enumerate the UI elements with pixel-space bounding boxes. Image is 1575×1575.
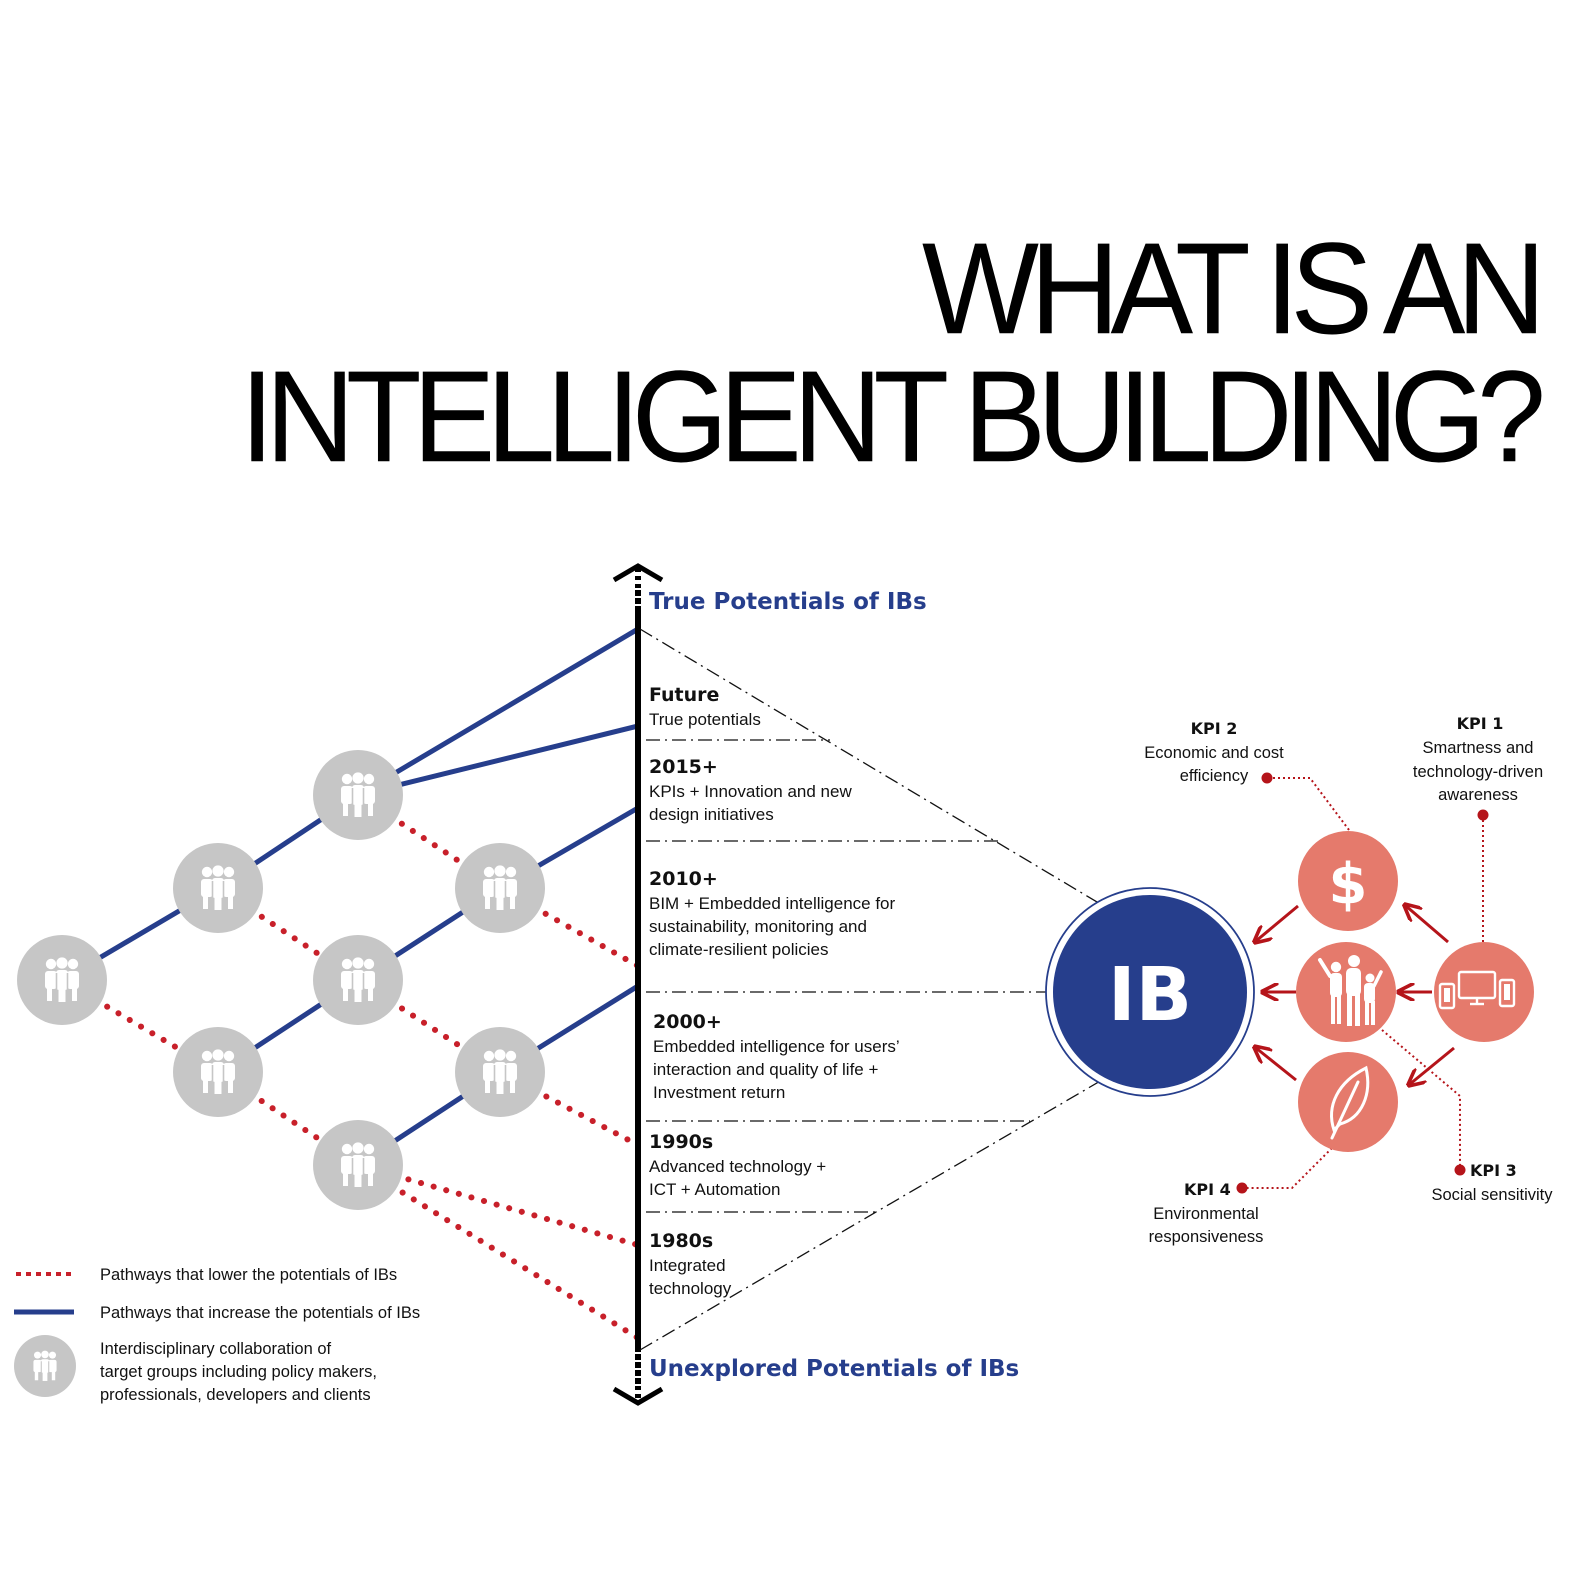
svg-text:True potentials: True potentials [649, 710, 761, 729]
svg-text:KPIs + Innovation and new: KPIs + Innovation and new [649, 782, 852, 801]
leaf-icon [1330, 1065, 1370, 1140]
ib-core: IB [1045, 887, 1255, 1097]
kpi-leader-dots [1236, 772, 1489, 1194]
svg-text:Integrated: Integrated [649, 1256, 726, 1275]
era-1990: 1990s Advanced technology + ICT + Automa… [649, 1131, 826, 1199]
ib-label: IB [1108, 952, 1192, 1038]
svg-text:Future: Future [649, 684, 719, 706]
era-1980: 1980s Integrated technology [649, 1230, 732, 1298]
kpi-circle-environmental [1298, 1052, 1398, 1152]
pathway-increase [356, 626, 640, 798]
kpi-label-3: KPI 3 Social sensitivity [1431, 1161, 1553, 1204]
group-icon [340, 956, 376, 1003]
era-2000: 2000+ Embedded intelligence for users’ i… [653, 1011, 900, 1102]
svg-text:1990s: 1990s [649, 1131, 713, 1153]
svg-text:Environmental: Environmental [1153, 1205, 1258, 1223]
era-2015: 2015+ KPIs + Innovation and new design i… [649, 756, 852, 824]
group-icon [44, 956, 80, 1003]
svg-text:efficiency: efficiency [1180, 767, 1249, 785]
svg-text:ICT + Automation: ICT + Automation [649, 1180, 781, 1199]
group-icon [482, 1048, 518, 1095]
group-node [17, 935, 107, 1025]
kpi-label-1: KPI 1 Smartness and technology-driven aw… [1413, 714, 1543, 804]
svg-text:Social sensitivity: Social sensitivity [1431, 1186, 1553, 1204]
arrow-down-icon [612, 1386, 664, 1406]
group-node [455, 843, 545, 933]
group-node [313, 935, 403, 1025]
legend-swatch-group [14, 1335, 76, 1397]
svg-text:BIM + Embedded intelligence fo: BIM + Embedded intelligence for [649, 894, 896, 913]
title-line-2: INTELLIGENT BUILDING? [239, 344, 1546, 490]
collaboration-nodes [17, 750, 545, 1210]
svg-text:awareness: awareness [1438, 786, 1518, 804]
era-dividers [639, 628, 1103, 1351]
kpi-circle-smartness [1434, 942, 1534, 1042]
potential-axis [612, 563, 664, 1406]
svg-text:Smartness and: Smartness and [1423, 739, 1534, 757]
axis-bottom-label: Unexplored Potentials of IBs [649, 1356, 1019, 1382]
era-future: Future True potentials [649, 684, 761, 729]
legend-increase-text: Pathways that increase the potentials of… [100, 1304, 420, 1322]
svg-text:2000+: 2000+ [653, 1011, 722, 1033]
group-node [313, 750, 403, 840]
arrow-up-icon [612, 563, 664, 583]
group-icon [340, 771, 376, 818]
svg-text:1980s: 1980s [649, 1230, 713, 1252]
legend-collab-line-1: Interdisciplinary collaboration of [100, 1340, 332, 1358]
group-icon [32, 1350, 58, 1382]
svg-text:KPI 4: KPI 4 [1184, 1180, 1231, 1199]
kpi-circle-social [1296, 942, 1396, 1042]
svg-text:Embedded intelligence for user: Embedded intelligence for users’ [653, 1037, 900, 1056]
pathway-lower [59, 977, 221, 1075]
svg-text:responsiveness: responsiveness [1149, 1228, 1264, 1246]
svg-text:KPI 3: KPI 3 [1470, 1161, 1517, 1180]
kpi-circle-economic: $ [1298, 831, 1398, 931]
legend-lower-text: Pathways that lower the potentials of IB… [100, 1266, 397, 1284]
legend-collab-line-2: target groups including policy makers, [100, 1363, 377, 1381]
pathway-lower [355, 1162, 641, 1248]
svg-text:interaction and quality of lif: interaction and quality of life + [653, 1060, 878, 1079]
group-node [313, 1120, 403, 1210]
era-2010: 2010+ BIM + Embedded intelligence for su… [649, 868, 896, 959]
svg-text:Advanced technology +: Advanced technology + [649, 1157, 826, 1176]
group-node [455, 1027, 545, 1117]
svg-text:Investment return: Investment return [653, 1083, 785, 1102]
group-icon [340, 1141, 376, 1188]
svg-text:Economic and cost: Economic and cost [1144, 744, 1284, 762]
group-node [173, 843, 263, 933]
pathway-lower [355, 1162, 641, 1341]
kpi-leaders [1242, 777, 1484, 1189]
kpi-label-4: KPI 4 Environmental responsiveness [1149, 1180, 1264, 1246]
kpi-arrows [1256, 906, 1455, 1084]
title-line-1: WHAT IS AN [921, 216, 1546, 362]
era-list: Future True potentials 2015+ KPIs + Inno… [649, 684, 900, 1298]
group-icon [200, 1048, 236, 1095]
svg-text:technology-driven: technology-driven [1413, 763, 1543, 781]
kpi-label-2: KPI 2 Economic and cost efficiency [1144, 719, 1284, 785]
svg-text:technology: technology [649, 1279, 732, 1298]
svg-text:2015+: 2015+ [649, 756, 718, 778]
svg-text:KPI 2: KPI 2 [1191, 719, 1238, 738]
group-node [173, 1027, 263, 1117]
pathway-increase [357, 723, 639, 798]
devices-icon [1438, 970, 1516, 1010]
people-icon [1318, 955, 1383, 1026]
svg-text:design initiatives: design initiatives [649, 805, 774, 824]
group-icon [482, 864, 518, 911]
legend: Pathways that lower the potentials of IB… [14, 1266, 420, 1404]
legend-collab-line-3: professionals, developers and clients [100, 1386, 371, 1404]
axis-top-label: True Potentials of IBs [649, 589, 927, 615]
svg-text:2010+: 2010+ [649, 868, 718, 890]
svg-text:KPI 1: KPI 1 [1457, 714, 1504, 733]
group-icon [200, 864, 236, 911]
svg-text:sustainability, monitoring and: sustainability, monitoring and [649, 917, 867, 936]
svg-text:climate-resilient policies: climate-resilient policies [649, 940, 829, 959]
dollar-icon: $ [1329, 852, 1368, 917]
